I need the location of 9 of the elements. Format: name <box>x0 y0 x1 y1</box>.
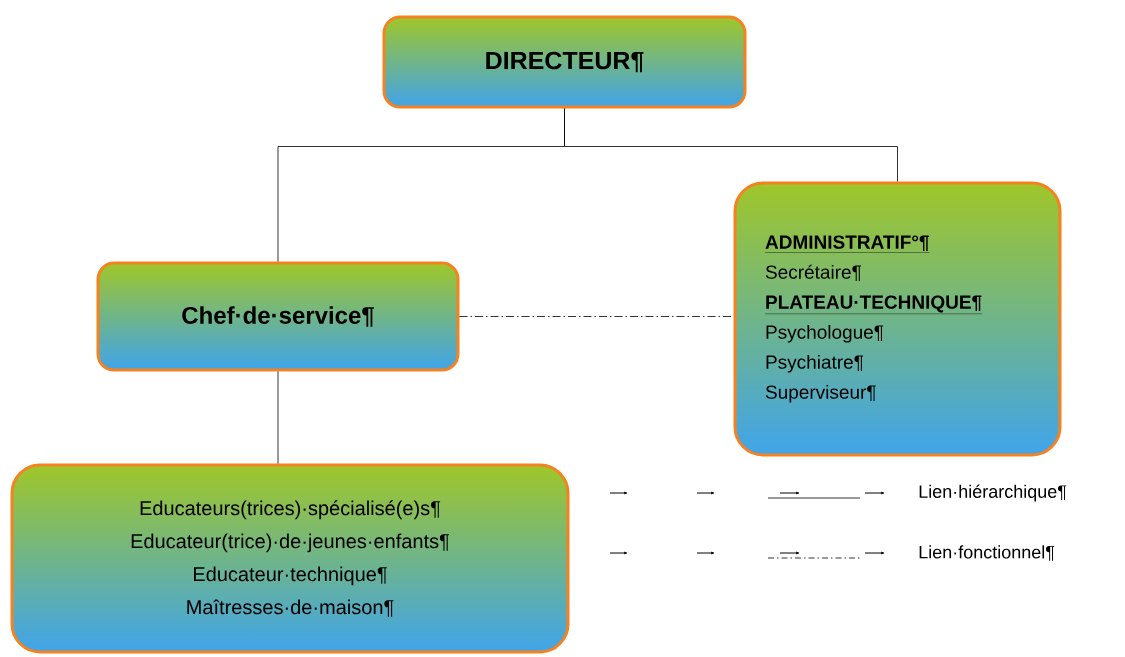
legend-label: Lien·hiérarchique¶ <box>919 484 1067 502</box>
org-box: DIRECTEUR¶ <box>382 15 747 109</box>
legend-label: Lien·fonctionnel¶ <box>919 545 1055 561</box>
connector-line <box>564 108 898 182</box>
connector-line <box>459 316 734 317</box>
org-box: Educateurs(trices)·spécialisé(e)s¶ Educateur(trice)·de·jeunes·enfants¶ Educateur·technique¶ Maîtresses·de·maison¶ <box>10 463 570 654</box>
org-box: ADMINISTRATIF°¶ Secrétaire¶ PLATEAU·TECHNIQUE¶ Psychologue¶ Psychiatre¶ Superviseur¶ <box>733 181 1062 457</box>
org-box: Chef·de·service¶ <box>96 261 460 372</box>
connector-line <box>277 371 279 464</box>
